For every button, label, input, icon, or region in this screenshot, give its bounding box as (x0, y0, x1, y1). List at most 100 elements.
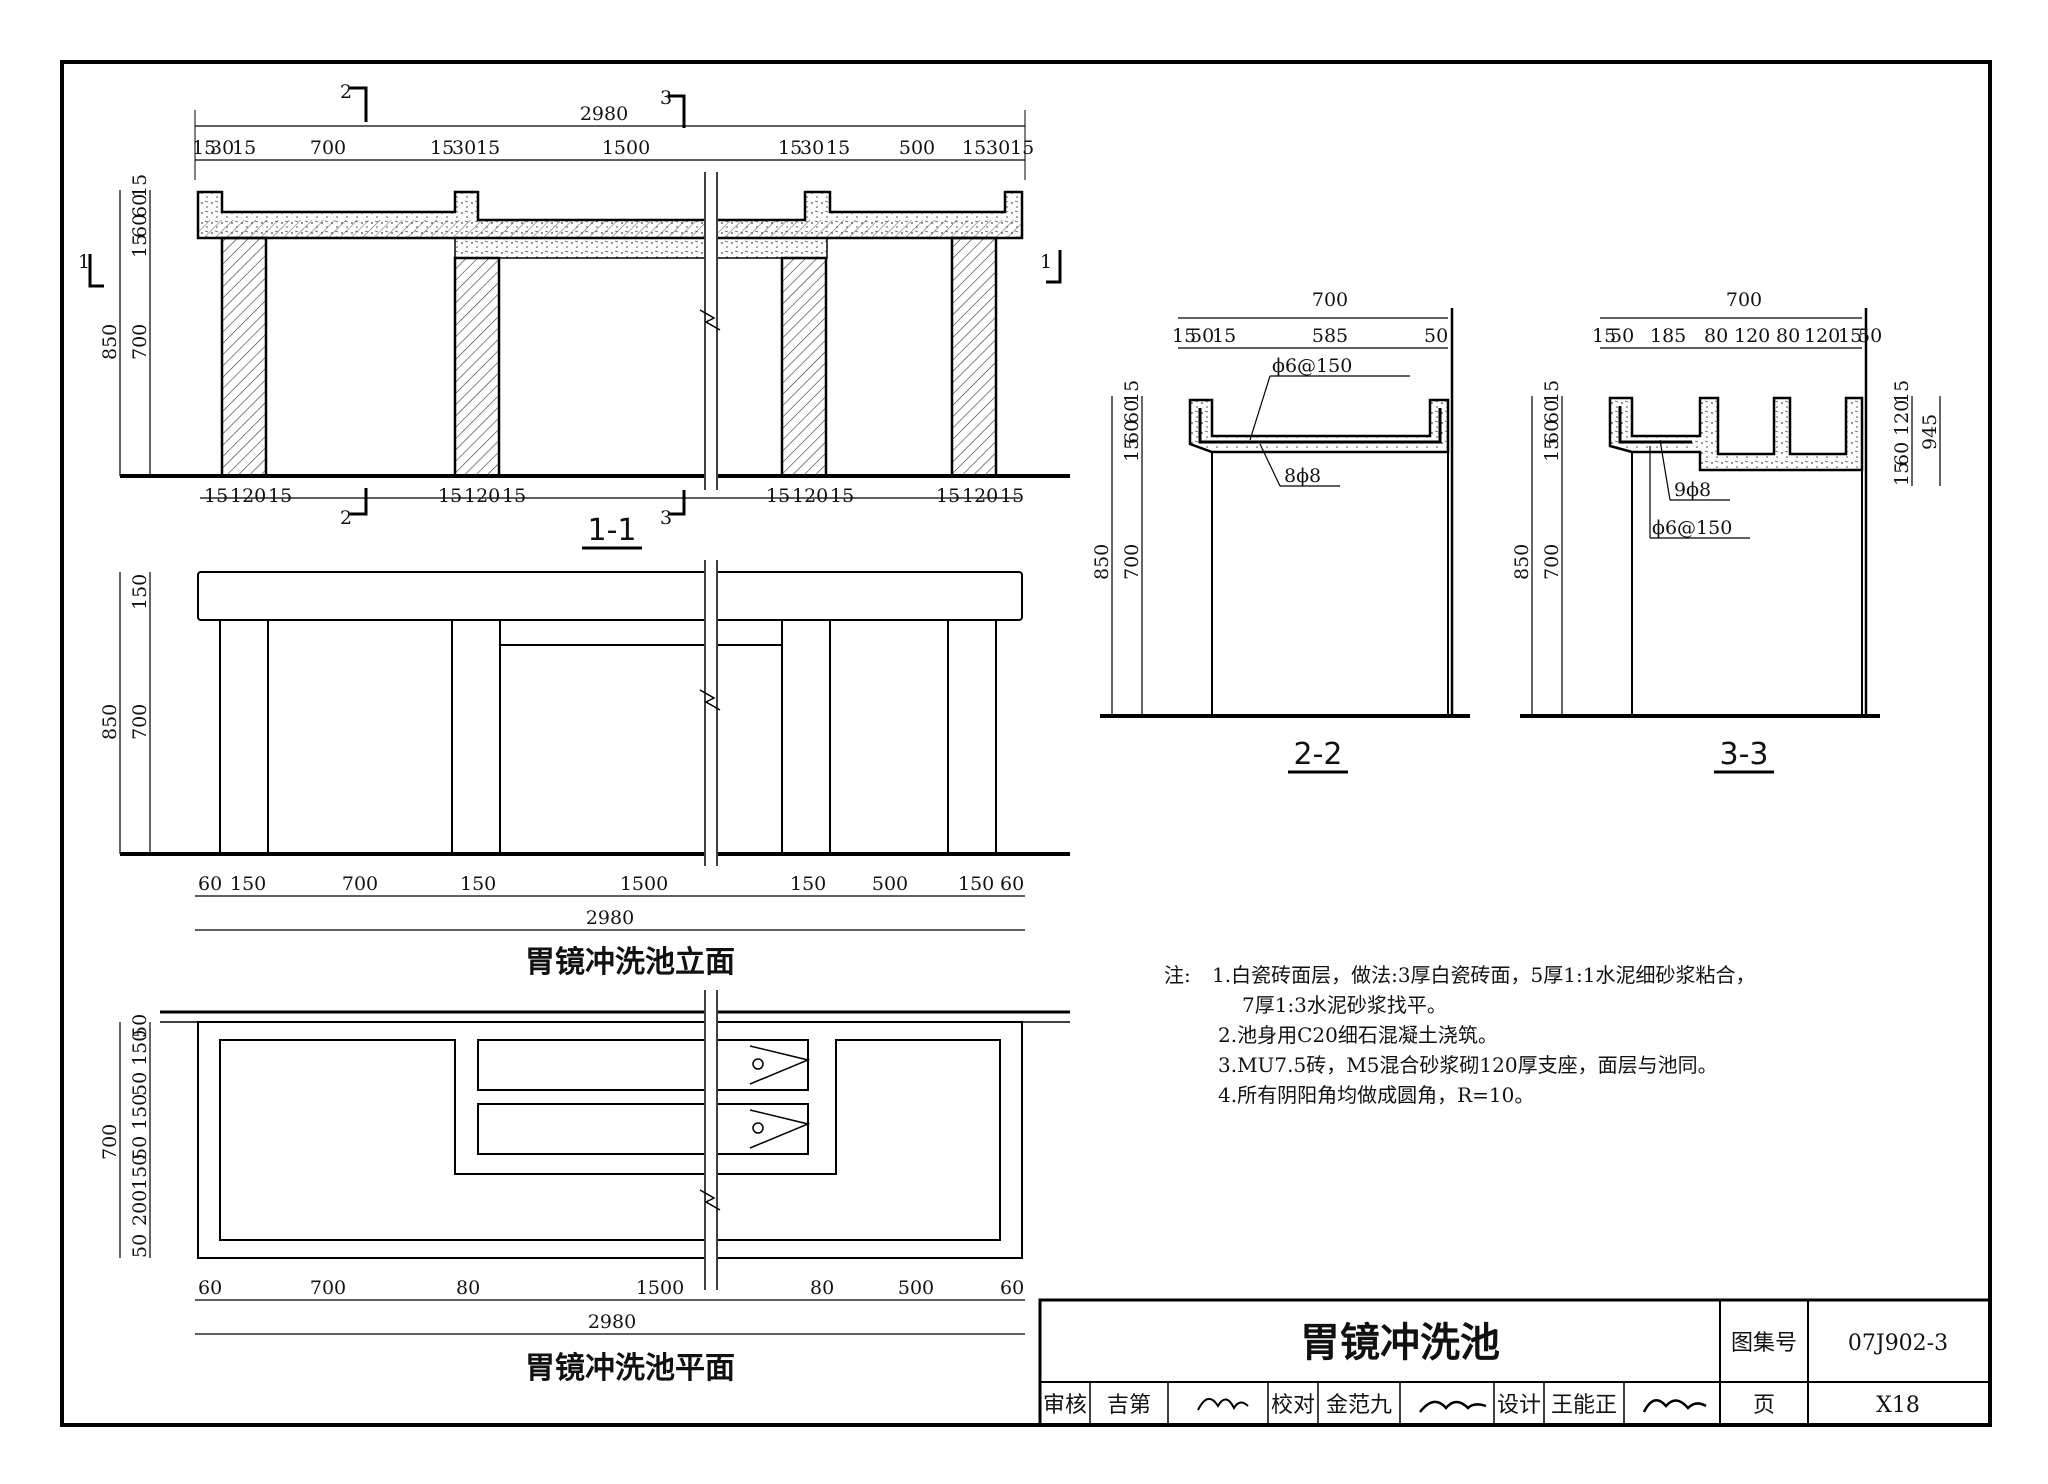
dim: 60 (1541, 400, 1563, 424)
dim: 150 (129, 1030, 151, 1066)
total-dim: 2980 (588, 1311, 636, 1333)
total-dim: 700 (1312, 289, 1348, 311)
note-line: 7厚1:3水泥砂浆找平。 (1242, 993, 1447, 1017)
dim: 50 (1858, 325, 1882, 347)
dim: 15 (1541, 380, 1563, 404)
note-line: 2.池身用C20细石混凝土浇筑。 (1218, 1023, 1498, 1047)
cut-label: 1 (78, 251, 90, 273)
dim: 15 (430, 137, 454, 159)
dim: 700 (1541, 544, 1563, 580)
dim: 15 (476, 137, 500, 159)
dim: 15 (830, 485, 854, 507)
dim: 15 (1212, 325, 1236, 347)
dim: 15 (1891, 462, 1913, 486)
review-label: 审核 (1043, 1393, 1087, 1418)
designer-signature (1642, 1399, 1707, 1413)
dim: 15 (1121, 438, 1143, 462)
dim: 850 (99, 704, 121, 740)
dim: 120 (1804, 325, 1840, 347)
section-label-2-2: 2-2 (1294, 737, 1343, 772)
rebar-label: 8ϕ8 (1284, 465, 1321, 487)
dim: 30 (986, 137, 1010, 159)
dim: 1500 (620, 873, 668, 895)
designer-name: 王能正 (1551, 1393, 1617, 1418)
dim: 150 (958, 873, 994, 895)
dim: 15 (502, 485, 526, 507)
elevation-title: 胃镜冲洗池立面 (525, 945, 735, 980)
dim: 120 (230, 485, 266, 507)
dim: 15 (192, 137, 216, 159)
dim: 150 (129, 1094, 151, 1130)
dim: 150 (230, 873, 266, 895)
dim: 60 (1891, 442, 1913, 466)
dim: 700 (310, 137, 346, 159)
atlas-label: 图集号 (1731, 1331, 1797, 1356)
reviewer-signature (1197, 1398, 1249, 1411)
dim: 120 (962, 485, 998, 507)
page-label: 页 (1753, 1393, 1775, 1418)
dim: 50 (1190, 325, 1214, 347)
dim: 80 (1704, 325, 1728, 347)
note-line: 4.所有阴阳角均做成圆角，R=10。 (1218, 1083, 1534, 1107)
dim: 700 (129, 704, 151, 740)
check-label: 校对 (1271, 1393, 1315, 1418)
rebar-label: ϕ6@150 (1272, 355, 1352, 377)
dim: 80 (1776, 325, 1800, 347)
note-line: 1.白瓷砖面层，做法:3厚白瓷砖面，5厚1:1水泥细砂浆粘合， (1212, 963, 1755, 987)
total-dim: 700 (1726, 289, 1762, 311)
dim: 585 (1312, 325, 1348, 347)
dim: 1500 (602, 137, 650, 159)
dim: 30 (452, 137, 476, 159)
cut-label: 2 (340, 507, 352, 529)
dim: 60 (1121, 420, 1143, 444)
dim: 700 (1121, 544, 1143, 580)
dim: 80 (810, 1277, 834, 1299)
dim: 60 (129, 214, 151, 238)
dim: 120 (792, 485, 828, 507)
notes: 注: 1.白瓷砖面层，做法:3厚白瓷砖面，5厚1:1水泥细砂浆粘合， 7厚1:3… (1164, 963, 1755, 1107)
total-dim-1-1: 2980 (580, 103, 628, 125)
dim: 60 (1541, 420, 1563, 444)
dim: 15 (826, 137, 850, 159)
dim: 500 (899, 137, 935, 159)
dim: 60 (198, 1277, 222, 1299)
cut-label: 3 (660, 87, 672, 109)
dim: 15 (1541, 438, 1563, 462)
dim: 700 (310, 1277, 346, 1299)
dim: 15 (936, 485, 960, 507)
notes-prefix: 注: (1164, 963, 1191, 987)
dim: 50 (129, 1136, 151, 1160)
dim: 60 (1000, 873, 1024, 895)
dim: 60 (129, 194, 151, 218)
dim: 150 (790, 873, 826, 895)
cut-label: 1 (1040, 251, 1052, 273)
dim: 120 (1734, 325, 1770, 347)
dim: 850 (1511, 544, 1533, 580)
section-label-3-3: 3-3 (1720, 737, 1769, 772)
elevation-view: 150 850 700 60 150 700 150 1500 150 500 … (99, 560, 1070, 980)
dim: 50 (129, 1072, 151, 1096)
plan-view: 50 150 50 150 50 150 700 200 50 60 700 8… (99, 990, 1070, 1386)
page-number: X18 (1876, 1393, 1920, 1418)
dim: 15 (438, 485, 462, 507)
dim: 15 (204, 485, 228, 507)
dim: 15 (268, 485, 292, 507)
dim: 30 (210, 137, 234, 159)
dim: 50 (1424, 325, 1448, 347)
cut-label: 2 (340, 81, 352, 103)
dim: 120 (1891, 400, 1913, 436)
dim: 30 (800, 137, 824, 159)
dim: 150 (129, 1154, 151, 1190)
dim: 15 (1891, 380, 1913, 404)
dim: 150 (460, 873, 496, 895)
design-label: 设计 (1497, 1393, 1541, 1418)
dim: 50 (129, 1234, 151, 1258)
dim: 15 (1838, 325, 1862, 347)
dim: 500 (898, 1277, 934, 1299)
section-2-2: 700 15 50 15 585 50 ϕ6@150 8ϕ8 15 60 60 … (1091, 289, 1470, 774)
rebar-label: ϕ6@150 (1652, 517, 1732, 539)
rebar-label: 9ϕ8 (1674, 479, 1711, 501)
dim: 15 (1010, 137, 1034, 159)
plan-title: 胃镜冲洗池平面 (525, 1351, 735, 1386)
